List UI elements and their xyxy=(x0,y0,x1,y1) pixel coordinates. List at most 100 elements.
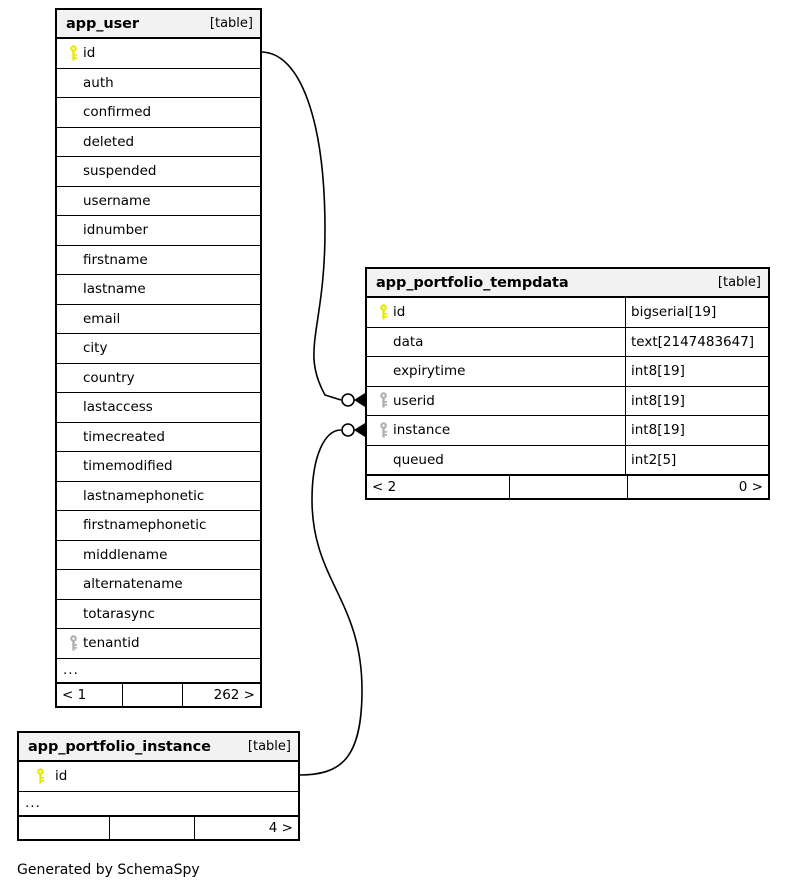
column-cell: idnumber xyxy=(57,216,260,245)
foreign-key-icon xyxy=(373,392,393,409)
column-name: id xyxy=(55,768,68,785)
relationship-app_user-id-to-tempdata-userid xyxy=(260,51,365,407)
table-row[interactable]: lastname xyxy=(57,275,260,305)
column-name: firstnamephonetic xyxy=(83,517,207,534)
column-name: alternatename xyxy=(83,576,183,593)
table-row[interactable]: id xyxy=(57,39,260,69)
table-row[interactable]: suspended xyxy=(57,157,260,187)
crowsfoot-marker xyxy=(354,423,365,437)
table-row[interactable]: id xyxy=(19,762,298,792)
table-type-tag: [table] xyxy=(717,275,761,290)
table-row[interactable]: totarasync xyxy=(57,600,260,629)
column-cell: lastaccess xyxy=(57,393,260,422)
column-cell: timecreated xyxy=(57,423,260,452)
crowsfoot-marker xyxy=(354,393,365,407)
table-app_portfolio_tempdata[interactable]: app_portfolio_tempdata [table] id bigser… xyxy=(365,267,770,500)
column-name: timecreated xyxy=(83,428,165,445)
column-cell: city xyxy=(57,334,260,363)
table-row[interactable]: auth xyxy=(57,69,260,98)
primary-key-icon xyxy=(373,304,393,321)
column-cell: id xyxy=(19,762,298,791)
footer-next-link[interactable]: 4 > xyxy=(194,816,298,839)
table-row[interactable]: username xyxy=(57,187,260,216)
column-name: username xyxy=(83,192,151,209)
column-name: confirmed xyxy=(83,104,152,121)
foreign-key-icon xyxy=(63,635,83,652)
table-row[interactable]: alternatename xyxy=(57,570,260,600)
table-row[interactable]: deleted xyxy=(57,128,260,157)
column-cell: queued xyxy=(367,446,625,475)
column-cell: alternatename xyxy=(57,570,260,599)
relationship-instance-id-to-tempdata-instance xyxy=(298,423,365,776)
column-cell: tenantid xyxy=(57,629,260,658)
foreign-key-icon xyxy=(373,422,393,439)
footer-middle-cell xyxy=(109,816,194,839)
generator-caption: Generated by SchemaSpy xyxy=(17,862,200,878)
primary-key-icon xyxy=(25,768,55,785)
column-cell: firstnamephonetic xyxy=(57,511,260,540)
table-row[interactable]: timecreated xyxy=(57,423,260,452)
column-cell: auth xyxy=(57,69,260,98)
table-row[interactable]: email xyxy=(57,305,260,334)
column-cell: suspended xyxy=(57,157,260,186)
column-name: middlename xyxy=(83,546,168,563)
footer-prev-link[interactable] xyxy=(19,817,109,839)
column-cell: totarasync xyxy=(57,600,260,629)
table-row[interactable]: timemodified xyxy=(57,452,260,482)
column-type: bigserial[19] xyxy=(625,298,768,327)
column-name: lastnamephonetic xyxy=(83,487,205,504)
more-columns-indicator[interactable]: ... xyxy=(57,659,260,683)
column-cell: confirmed xyxy=(57,98,260,127)
column-name: lastaccess xyxy=(83,399,153,416)
column-cell: id xyxy=(367,298,625,327)
column-cell: country xyxy=(57,364,260,393)
table-app_user[interactable]: app_user [table] id auth confirmed xyxy=(55,8,262,708)
column-name: email xyxy=(83,310,121,327)
table-row[interactable]: userid int8[19] xyxy=(367,386,768,416)
table-row[interactable]: id bigserial[19] xyxy=(367,298,768,328)
table-footer-app_portfolio_tempdata: < 2 0 > xyxy=(367,475,768,498)
table-row[interactable]: expirytime int8[19] xyxy=(367,357,768,387)
column-type: int8[19] xyxy=(625,357,768,386)
column-cell: userid xyxy=(367,387,625,416)
column-type: int8[19] xyxy=(625,386,768,415)
column-cell: data xyxy=(367,328,625,357)
column-cell: username xyxy=(57,187,260,216)
table-row[interactable]: firstname xyxy=(57,246,260,275)
column-cell: lastnamephonetic xyxy=(57,482,260,511)
table-row[interactable]: lastaccess xyxy=(57,393,260,423)
column-cell: lastname xyxy=(57,275,260,304)
table-row[interactable]: instance int8[19] xyxy=(367,416,768,446)
column-name: country xyxy=(83,369,135,386)
table-row[interactable]: queued int2[5] xyxy=(367,445,768,475)
table-title: app_user xyxy=(66,15,139,32)
table-row[interactable]: country xyxy=(57,364,260,393)
column-cell: timemodified xyxy=(57,452,260,481)
zero-cardinality-marker xyxy=(341,393,355,407)
footer-prev-link[interactable]: < 1 xyxy=(62,686,87,703)
column-type: int2[5] xyxy=(625,445,768,474)
table-type-tag: [table] xyxy=(209,16,253,31)
column-cell: id xyxy=(57,39,260,68)
table-row[interactable]: data text[2147483647] xyxy=(367,327,768,357)
more-columns-indicator[interactable]: ... xyxy=(19,792,298,816)
table-row[interactable]: tenantid xyxy=(57,629,260,659)
table-row[interactable]: lastnamephonetic xyxy=(57,482,260,511)
column-name: data xyxy=(393,333,424,350)
table-row[interactable]: idnumber xyxy=(57,216,260,246)
column-cell: instance xyxy=(367,416,625,445)
footer-next-link[interactable]: 262 > xyxy=(182,683,260,706)
column-cell: middlename xyxy=(57,541,260,570)
table-row[interactable]: confirmed xyxy=(57,98,260,128)
table-app_portfolio_instance[interactable]: app_portfolio_instance [table] id ... 4 … xyxy=(17,731,300,841)
table-row[interactable]: firstnamephonetic xyxy=(57,511,260,541)
table-footer-app_user: < 1 262 > xyxy=(57,682,260,706)
table-row[interactable]: city xyxy=(57,334,260,364)
footer-prev-link[interactable]: < 2 xyxy=(372,479,397,495)
footer-middle-cell xyxy=(122,683,182,706)
table-title: app_portfolio_tempdata xyxy=(376,274,569,291)
footer-next-link[interactable]: 0 > xyxy=(627,476,768,498)
table-title: app_portfolio_instance xyxy=(28,738,211,755)
table-row[interactable]: middlename xyxy=(57,541,260,570)
column-name: instance xyxy=(393,422,451,439)
